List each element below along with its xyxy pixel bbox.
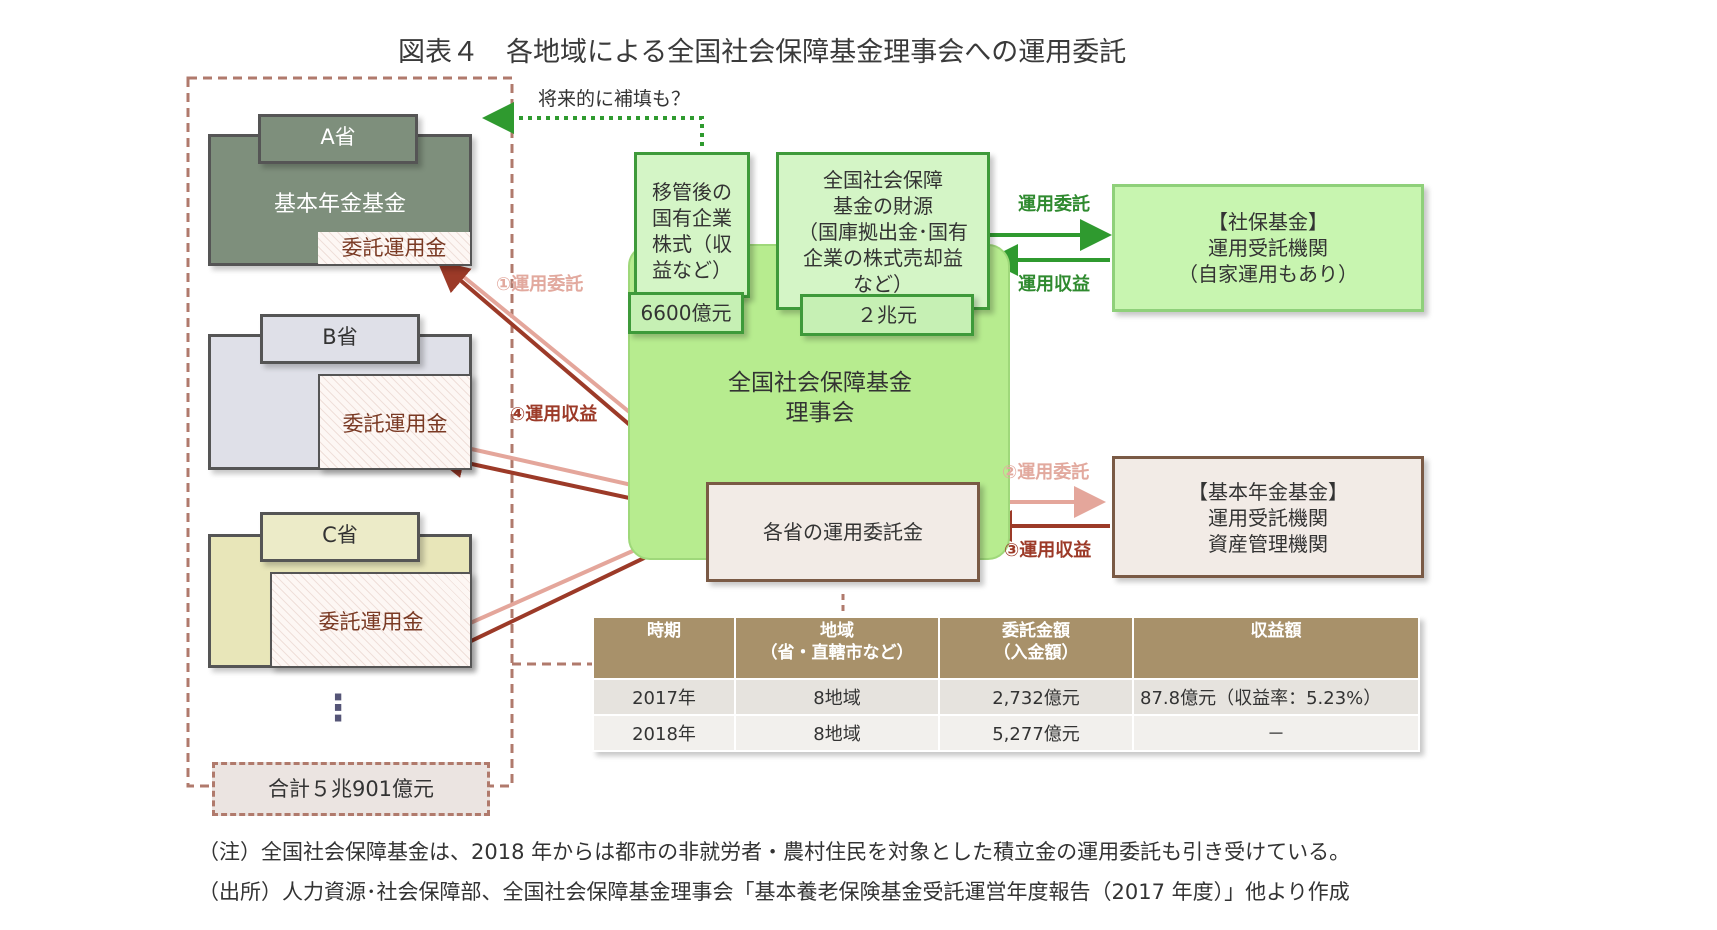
step3-return-label: ③運用収益 — [1004, 540, 1092, 561]
col-header-region: 地域 （省・直轄市など） — [734, 616, 940, 680]
soe-shares-box: 移管後の 国有企業 株式（収 益など） — [634, 152, 750, 298]
council-name: 全国社会保障基金 理事会 — [690, 368, 950, 428]
table-row: 2017年 8地域 2,732億元 87.8億元（収益率：5.23%） — [592, 678, 1420, 716]
cell-return: － — [1132, 714, 1420, 752]
cell-amount: 2,732億元 — [938, 678, 1134, 716]
cell-region: 8地域 — [734, 678, 940, 716]
fund-line-2: 基金の財源 — [833, 194, 933, 218]
province-a-fund-label: 基本年金基金 — [273, 192, 406, 217]
bp-box-line-2: 運用受託機関 — [1208, 506, 1328, 530]
bp-box-line-3: 資産管理機関 — [1208, 532, 1328, 556]
council-name-line2: 理事会 — [785, 400, 855, 426]
footnote-source: （出所）人力資源･社会保障部、全国社会保障基金理事会「基本養老保険基金受託運営年… — [198, 880, 1350, 904]
step2-entrust-label: ②運用委託 — [1002, 462, 1090, 483]
fund-amount: ２兆元 — [800, 294, 974, 336]
ss-box-line-1: 【社保基金】 — [1208, 210, 1328, 234]
fund-line-5: など） — [853, 272, 913, 296]
soe-line-1: 移管後の — [652, 180, 732, 204]
entrustment-table: 時期 地域 （省・直轄市など） 委託金額 （入金額） 収益額 2017年 8地域… — [592, 616, 1420, 752]
col-header-period: 時期 — [592, 616, 736, 680]
ss-fund-managers-box: 【社保基金】 運用受託機関 （自家運用もあり） — [1112, 184, 1424, 312]
provincial-entrusted-funds-box: 各省の運用委託金 — [706, 482, 980, 582]
col-header-return-text: 収益額 — [1250, 621, 1302, 641]
ss-box-line-3: （自家運用もあり） — [1178, 262, 1358, 286]
province-c-tag: C省 — [260, 512, 420, 562]
ss-return-label: 運用収益 — [1018, 274, 1090, 295]
table-row: 2018年 8地域 5,277億元 － — [592, 714, 1420, 752]
step1-entrust-label: ①運用委託 — [496, 274, 584, 295]
soe-line-3: 株式（収 — [652, 232, 732, 256]
cell-period: 2017年 — [592, 678, 736, 716]
table-header-row: 時期 地域 （省・直轄市など） 委託金額 （入金額） 収益額 — [592, 616, 1420, 680]
future-replenish-arrow — [482, 102, 704, 146]
cell-return: 87.8億元（収益率：5.23%） — [1132, 678, 1420, 716]
bp-box-line-1: 【基本年金基金】 — [1188, 480, 1348, 504]
col-header-region-text: 地域 — [820, 621, 854, 641]
step4-return-label: ④運用収益 — [510, 404, 598, 425]
fund-line-3: （国庫拠出金･国有 — [798, 220, 968, 244]
province-a-entrusted-funds: 委託運用金 — [318, 232, 470, 264]
col-header-region-sub: （省・直轄市など） — [760, 643, 914, 663]
col-header-return: 収益額 — [1132, 616, 1420, 680]
col-header-amount-sub: （入金額） — [993, 643, 1079, 663]
col-header-amount: 委託金額 （入金額） — [938, 616, 1134, 680]
basic-pension-managers-box: 【基本年金基金】 運用受託機関 資産管理機関 — [1112, 456, 1424, 578]
fund-line-1: 全国社会保障 — [823, 168, 943, 192]
cell-period: 2018年 — [592, 714, 736, 752]
soe-line-4: 益など） — [652, 258, 732, 282]
col-header-period-text: 時期 — [647, 621, 681, 641]
total-label: 合計５兆901億元 — [212, 762, 490, 816]
fund-line-4: 企業の株式売却益 — [803, 246, 963, 270]
province-c-entrusted-funds: 委託運用金 — [270, 572, 472, 668]
cell-amount: 5,277億元 — [938, 714, 1134, 752]
more-provinces-ellipsis: ⋮ — [320, 688, 356, 729]
province-b-tag: B省 — [260, 314, 420, 364]
soe-amount: 6600億元 — [628, 292, 744, 334]
ss-entrust-label: 運用委託 — [1018, 194, 1090, 215]
council-name-line1: 全国社会保障基金 — [728, 370, 912, 396]
ss-box-line-2: 運用受託機関 — [1208, 236, 1328, 260]
figure-title: 図表４ 各地域による全国社会保障基金理事会への運用委託 — [398, 37, 1127, 68]
province-a-tag: A省 — [258, 114, 418, 164]
cell-region: 8地域 — [734, 714, 940, 752]
soe-line-2: 国有企業 — [652, 206, 732, 230]
future-replenish-label: 将来的に補填も？ — [538, 88, 691, 110]
fund-sources-box: 全国社会保障 基金の財源 （国庫拠出金･国有 企業の株式売却益 など） — [776, 152, 990, 310]
footnote-note: （注）全国社会保障基金は、2018 年からは都市の非就労者・農村住民を対象とした… — [198, 840, 1351, 864]
col-header-amount-text: 委託金額 — [1002, 621, 1070, 641]
province-b-entrusted-funds: 委託運用金 — [318, 374, 472, 470]
